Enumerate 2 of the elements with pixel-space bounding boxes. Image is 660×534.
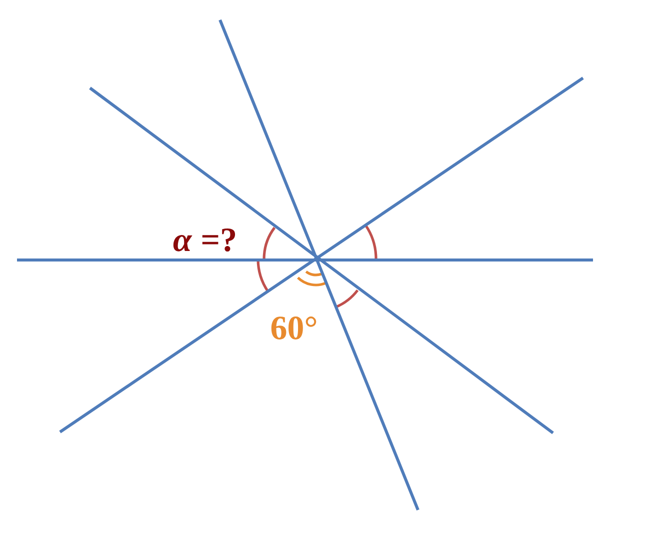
angle-label: α =?	[173, 228, 236, 252]
angle-label: 60°	[271, 316, 316, 340]
